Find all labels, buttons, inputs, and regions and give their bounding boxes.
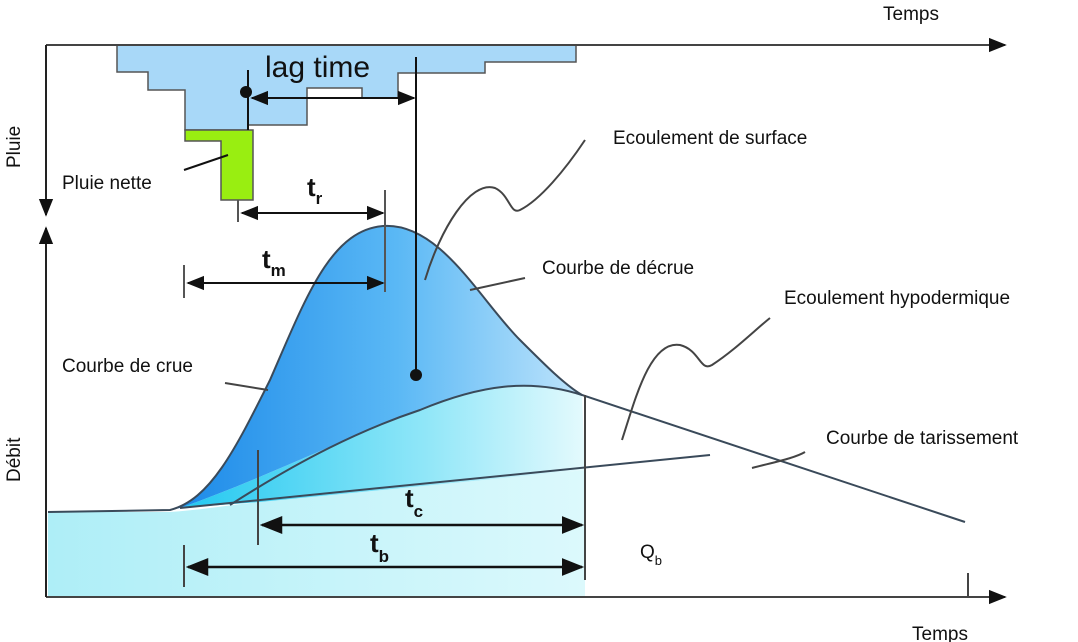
bottom-time-axis-label: Temps [912, 624, 968, 642]
top-time-axis-label: Temps [883, 4, 939, 25]
tr-label: tr [307, 172, 323, 208]
hydrograph-curve [47, 224, 966, 523]
rain-axis-label: Pluie [4, 126, 25, 168]
flow-centroid-dot [410, 369, 422, 381]
tc-label: tc [405, 483, 423, 521]
net-rainfall-bar [184, 129, 254, 201]
leader-courbe-crue [224, 382, 269, 391]
leader-courbe-decrue [469, 277, 526, 291]
subsurface-curve [229, 384, 583, 506]
tb-label: tb [370, 528, 389, 566]
ecoulement-surface-label: Ecoulement de surface [613, 128, 807, 149]
leader-ecoulement-hypodermique [621, 317, 771, 441]
courbe-decrue-label: Courbe de décrue [542, 258, 694, 279]
qb-label: Qb [640, 542, 662, 568]
courbe-tarissement-label: Courbe de tarissement [826, 428, 1019, 449]
surface-flow-area [170, 225, 582, 510]
leader-courbe-tarissement [751, 451, 806, 469]
pluie-nette-label: Pluie nette [62, 173, 152, 194]
leader-pluie-nette [183, 154, 229, 171]
lag-time-label: lag time [265, 51, 370, 84]
rain-centroid-dot [240, 86, 252, 98]
courbe-crue-label: Courbe de crue [62, 356, 193, 377]
recession-line [179, 454, 711, 509]
rainfall-hyetograph [116, 44, 577, 131]
flow-axis-label: Débit [4, 437, 25, 482]
ecoulement-hypodermique-label: Ecoulement hypodermique [784, 288, 1010, 309]
tm-label: tm [262, 244, 286, 280]
leader-ecoulement-surface [424, 139, 586, 281]
